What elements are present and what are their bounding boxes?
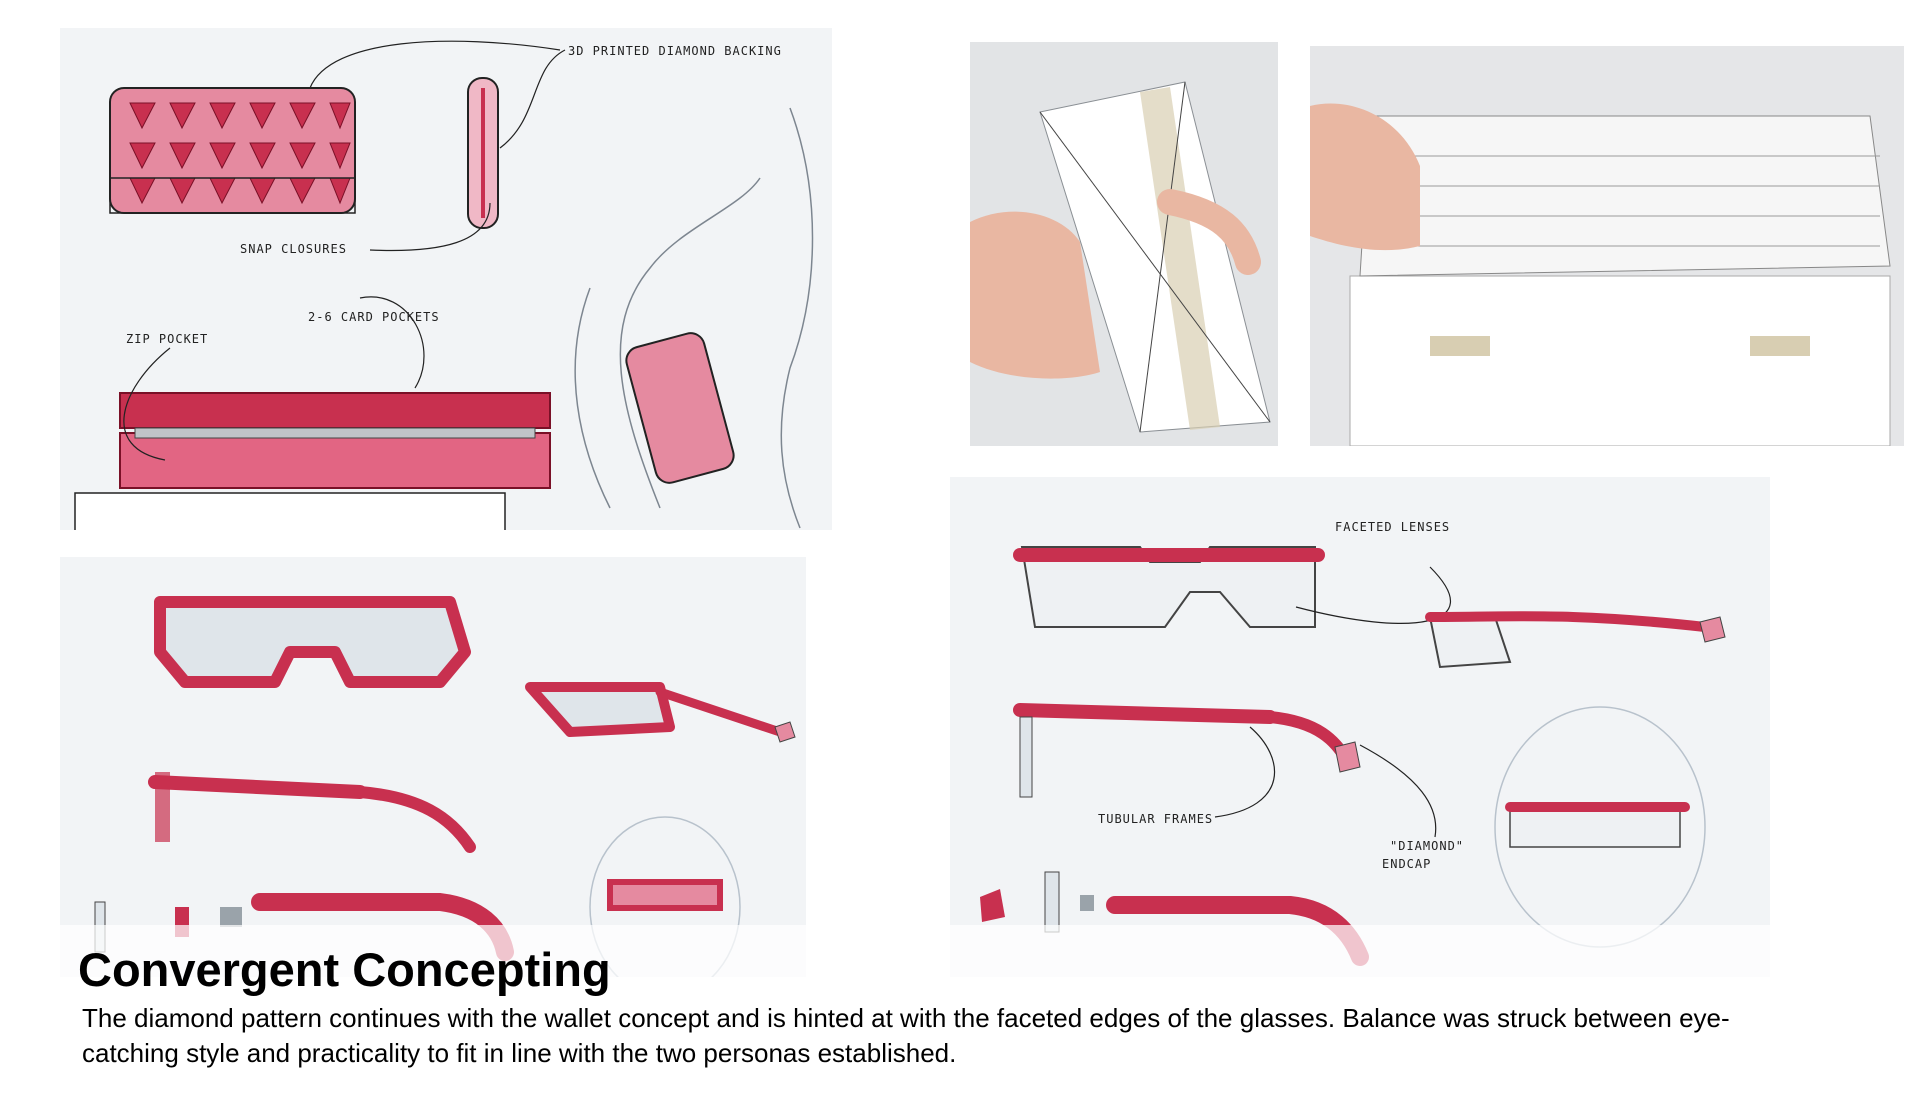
wallet-sketch-panel: 3D PRINTED DIAMOND BACKING SNAP CLOSURES… — [60, 28, 832, 530]
head-sketch-right — [1494, 706, 1706, 948]
snap-closures-label: SNAP CLOSURES — [240, 242, 347, 256]
diamond-endcap-label-1: "DIAMOND" — [1390, 839, 1465, 853]
caption-background — [0, 925, 1770, 1060]
diamond-backing-label: 3D PRINTED DIAMOND BACKING — [568, 44, 782, 58]
wallet-sketch-drawing — [74, 40, 814, 530]
page-title: Convergent Concepting — [78, 943, 611, 996]
glasses-sketch-drawing-right — [980, 546, 1726, 966]
faceted-glasses-side-sketch — [148, 772, 476, 853]
faceted-lenses-label: FACETED LENSES — [1335, 520, 1451, 534]
diamond-endcap-label-2: ENDCAP — [1382, 857, 1432, 871]
glasses-sketch-panel-right: FACETED LENSES TUBULAR FRAMES "DIAMOND" … — [950, 477, 1770, 977]
tubular-glasses-angle-sketch — [1425, 611, 1726, 669]
open-wallet-sketch — [74, 392, 551, 530]
card-pockets-label: 2-6 CARD POCKETS — [308, 310, 440, 324]
page-description: The diamond pattern continues with the w… — [82, 1003, 1730, 1068]
faceted-glasses-angle-sketch — [525, 682, 796, 743]
tubular-glasses-front-sketch — [1013, 546, 1325, 628]
zip-pocket-label: ZIP POCKET — [126, 332, 209, 346]
tubular-glasses-side-sketch — [1013, 703, 1361, 798]
head-sketch-left — [589, 816, 741, 977]
folded-prototype-drawing — [970, 42, 1278, 446]
tubular-frames-label: TUBULAR FRAMES — [1098, 812, 1214, 826]
open-prototype-drawing — [1310, 46, 1904, 446]
folded-prototype-photo — [970, 42, 1278, 446]
side-wallet-sketch — [467, 77, 499, 229]
faceted-glasses-front-sketch — [154, 596, 471, 688]
open-prototype-photo — [1310, 46, 1904, 446]
glasses-sketch-panel-left — [60, 557, 806, 977]
closed-wallet-sketch — [109, 87, 356, 214]
worn-wallet-sketch — [625, 332, 735, 484]
figure-sketch — [574, 107, 814, 529]
glasses-sketch-drawing-left — [94, 596, 796, 977]
